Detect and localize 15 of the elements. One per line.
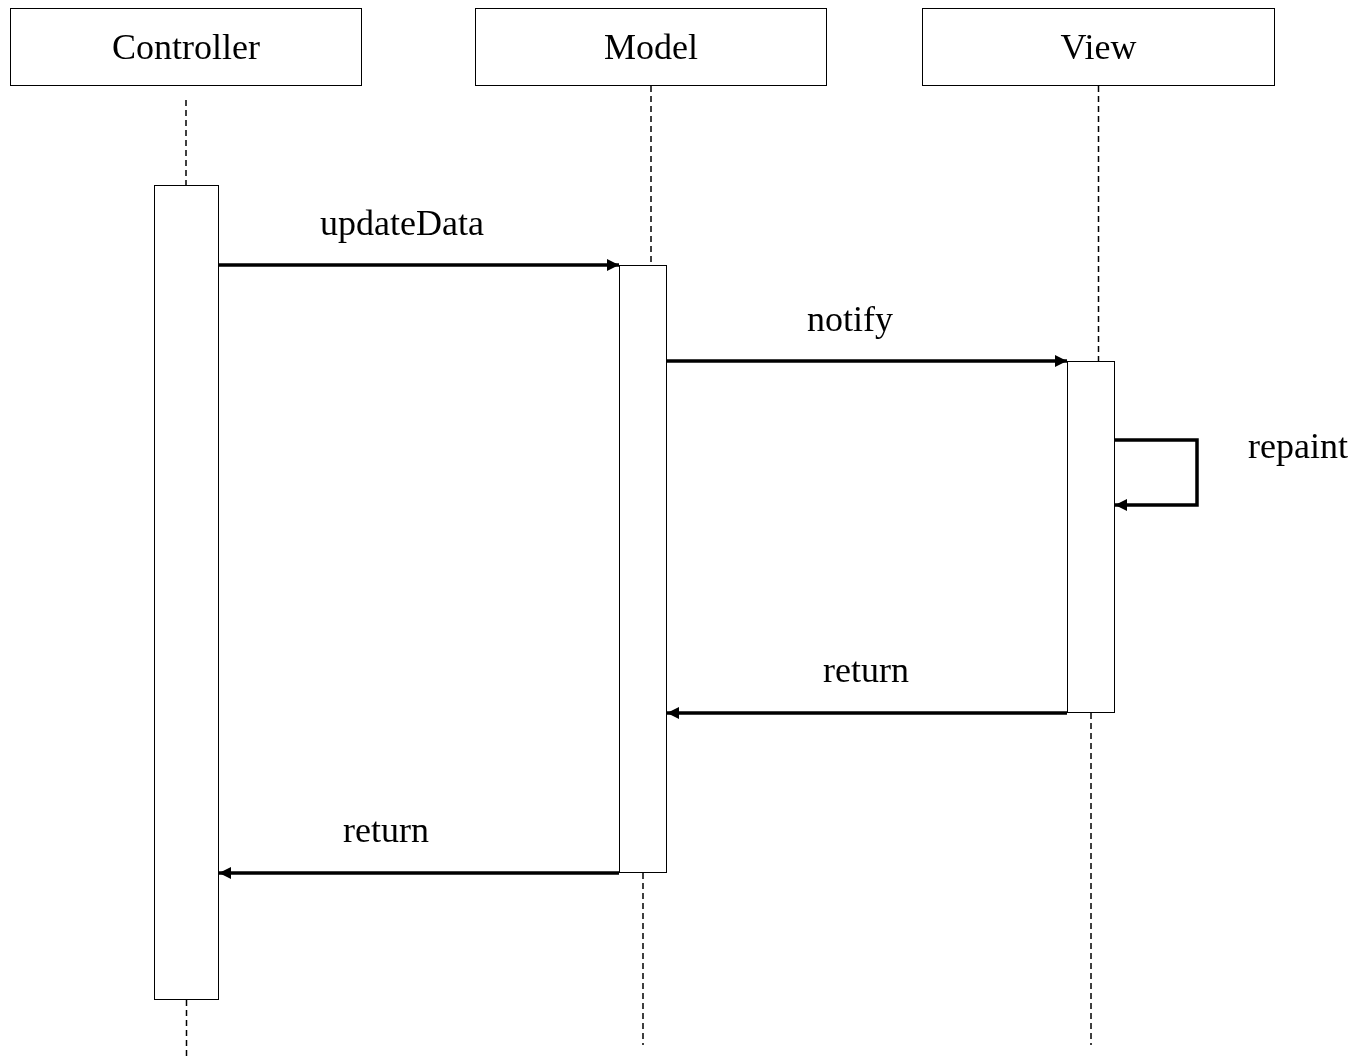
activation-bar: [154, 185, 219, 1000]
activation-bar: [1067, 361, 1115, 713]
message-arrow: [219, 259, 619, 271]
lifeline-header: Model: [475, 8, 827, 86]
lifeline: [1097, 85, 1100, 362]
lifeline-header: View: [922, 8, 1275, 86]
message-arrow: [219, 867, 619, 879]
activation-bar: [619, 265, 667, 873]
message-arrow: [667, 707, 1067, 719]
message-arrow: [667, 355, 1067, 367]
lifeline-header: Controller: [10, 8, 362, 86]
lifeline: [185, 99, 187, 186]
lifeline: [642, 872, 644, 1046]
lifeline: [1090, 712, 1092, 1046]
self-message-arrow: [1115, 438, 1199, 511]
